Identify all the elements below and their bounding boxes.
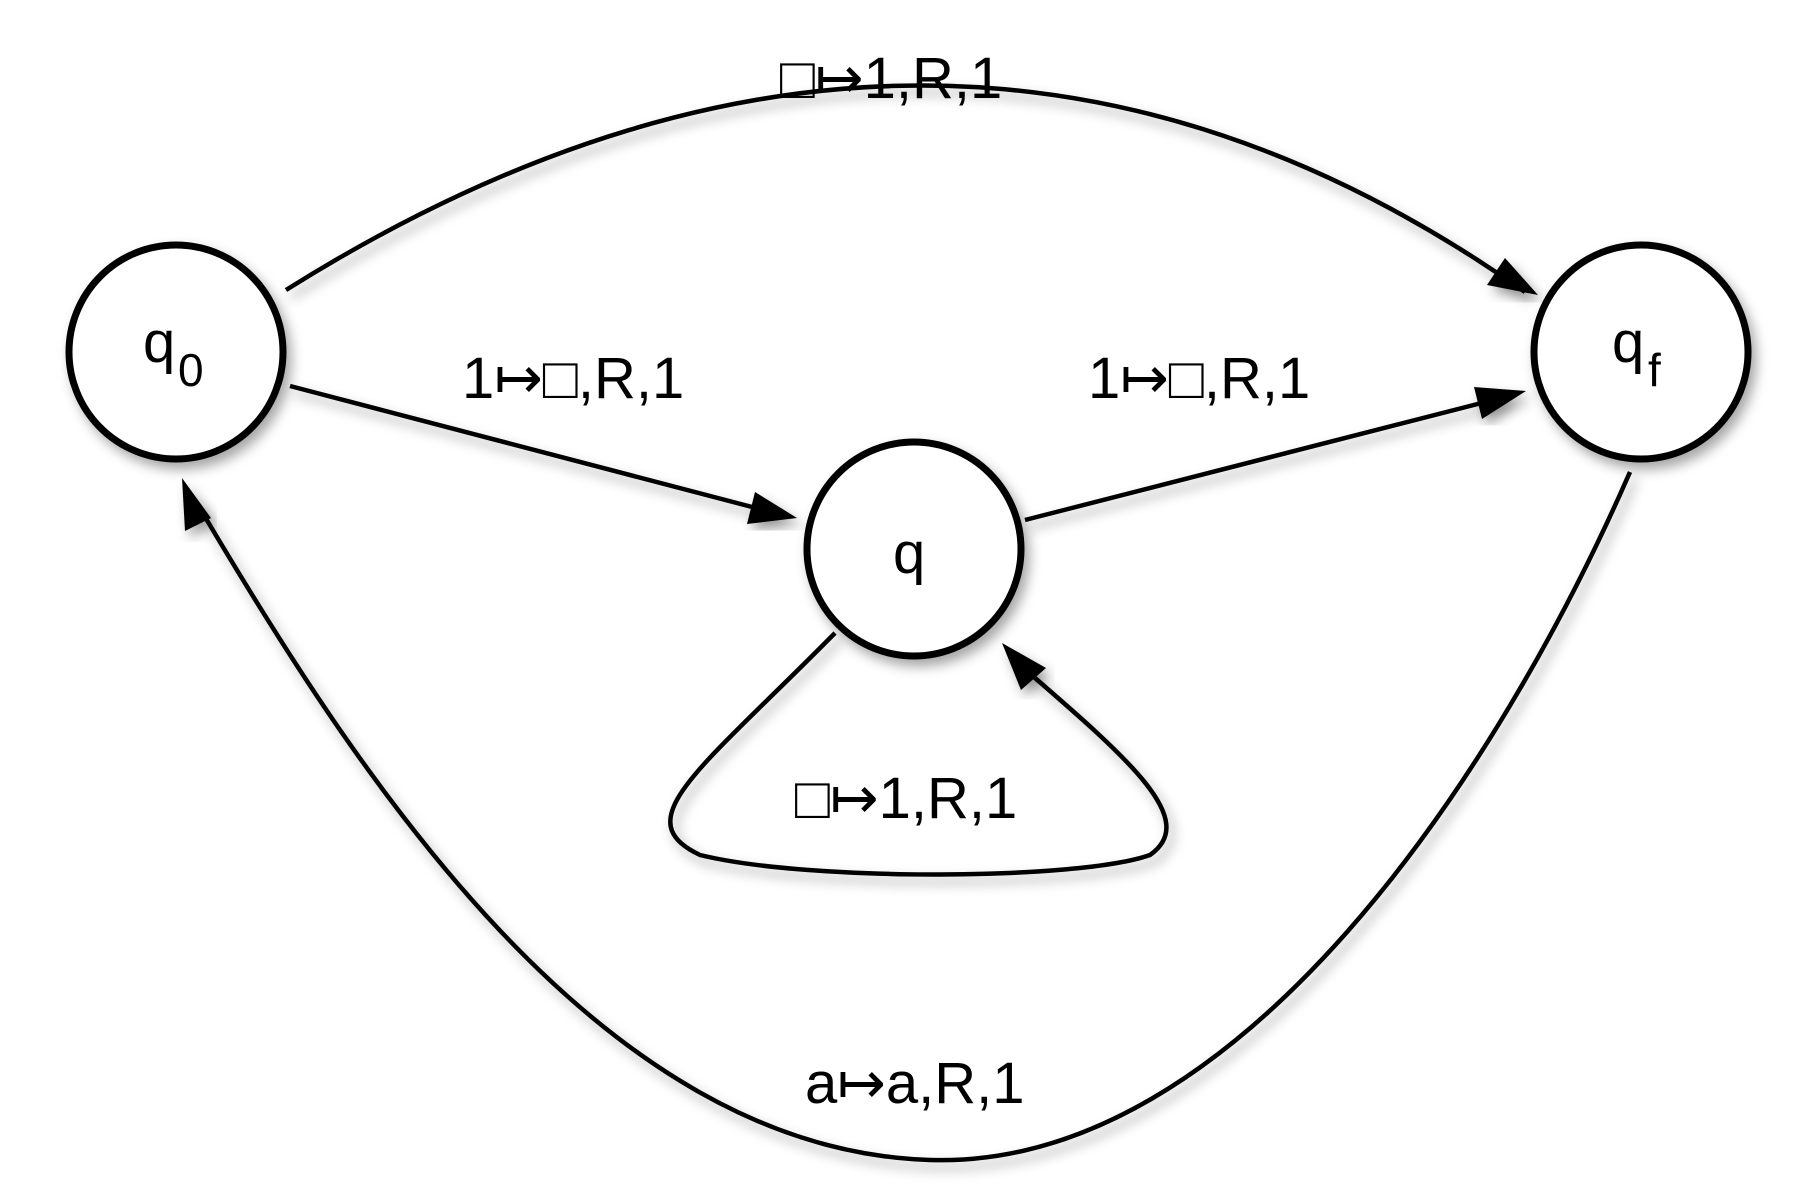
arrowhead-q-to-qf	[1474, 387, 1526, 419]
state-q0-label: q	[143, 310, 175, 375]
edge-label-qf-to-q0: a↦a,R,1	[805, 1051, 1024, 1116]
state-qf: q f	[1530, 241, 1752, 463]
state-q-label: q	[893, 521, 925, 586]
arrowhead-q0-to-qf	[1487, 258, 1538, 295]
state-qf-subscript: f	[1648, 344, 1661, 396]
edge-label-q0-to-qf: □↦1,R,1	[780, 46, 1002, 111]
state-q0-circle	[65, 241, 287, 463]
arrowhead-q0-to-q	[747, 492, 797, 524]
state-q-circle	[803, 438, 1025, 660]
edge-q0-to-qf	[284, 83, 1527, 294]
arrowhead-qf-to-q0	[182, 478, 211, 531]
edge-label-q-to-qf: 1↦□,R,1	[1088, 346, 1310, 411]
edge-label-q0-to-q: 1↦□,R,1	[462, 346, 684, 411]
arrowhead-q-self-loop	[1002, 643, 1046, 690]
edge-label-q-self-loop: □↦1,R,1	[795, 766, 1017, 831]
state-q0-subscript: 0	[178, 344, 204, 396]
edge-q-to-qf	[1024, 394, 1506, 523]
edge-q0-to-q	[289, 383, 776, 516]
state-qf-label: q	[1612, 310, 1644, 375]
state-q: q	[803, 438, 1025, 660]
edge-qf-to-q0	[193, 471, 1633, 1163]
edges	[182, 83, 1633, 1163]
state-q0: q 0	[65, 241, 287, 463]
edge-labels: □↦1,R,1 1↦□,R,1 1↦□,R,1 □↦1,R,1 a↦a,R,1	[462, 46, 1310, 1116]
edge-q-self-loop	[668, 631, 1169, 877]
state-qf-circle	[1530, 241, 1752, 463]
